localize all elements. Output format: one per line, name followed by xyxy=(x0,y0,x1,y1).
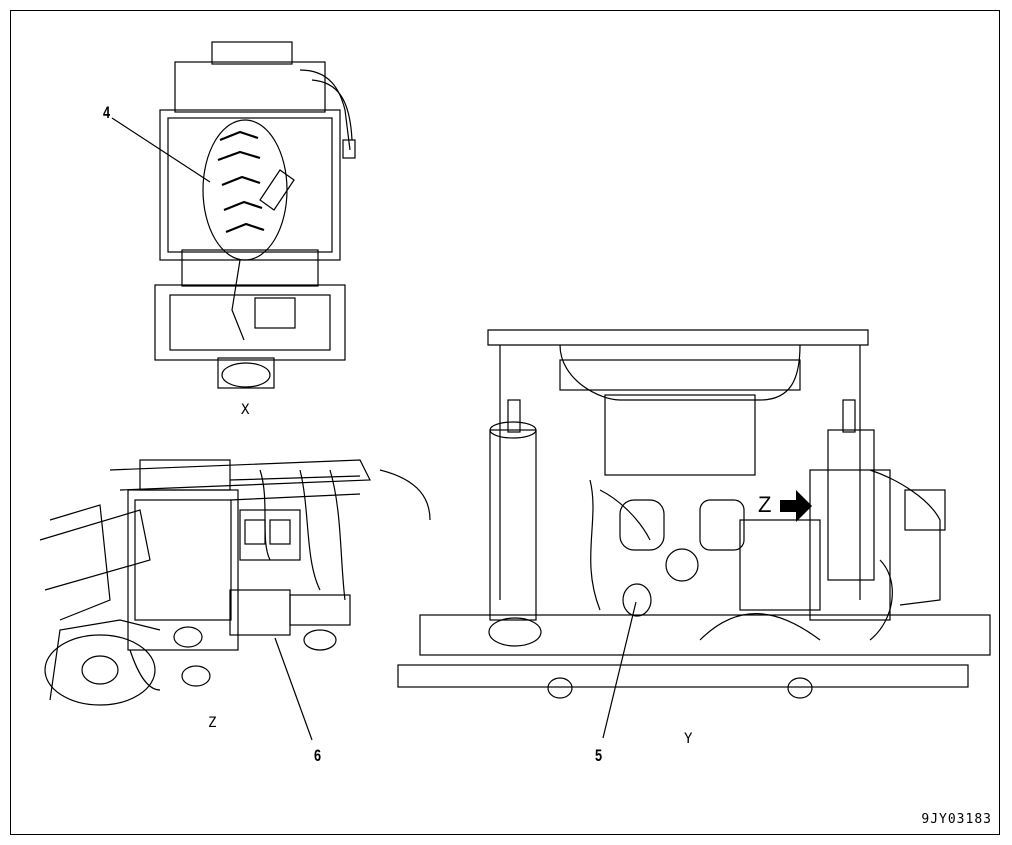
direction-arrow-icon xyxy=(780,490,812,522)
view-z-label: Z xyxy=(208,715,217,731)
view-y-assembly xyxy=(397,329,991,699)
leader-line-4 xyxy=(111,117,211,183)
view-z-assembly xyxy=(39,459,431,706)
callout-6: 6 xyxy=(314,746,322,765)
leader-line-5 xyxy=(602,601,637,739)
direction-marker-label: Z xyxy=(758,492,772,517)
view-x-assembly xyxy=(154,41,356,389)
leader-line-6 xyxy=(274,637,313,741)
callout-5: 5 xyxy=(595,746,603,765)
callout-4: 4 xyxy=(103,103,111,122)
view-y-label: Y xyxy=(684,731,693,747)
drawing-number: 9JY03183 xyxy=(921,812,992,827)
view-x-label: X xyxy=(241,402,250,418)
